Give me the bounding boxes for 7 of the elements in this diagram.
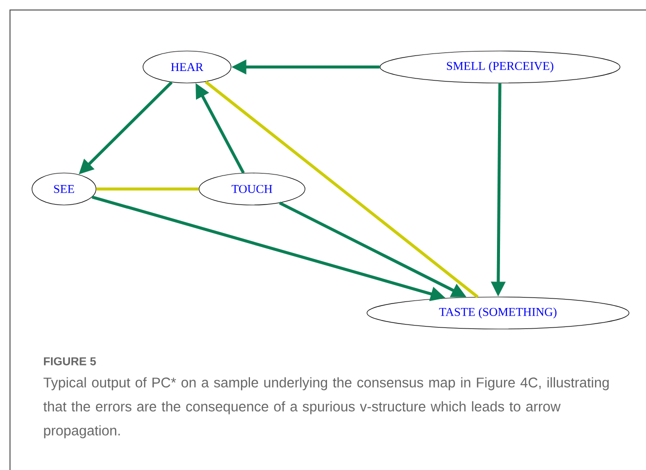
ellipse-node: TASTE (SOMETHING) xyxy=(366,296,630,330)
ellipse-node: SEE xyxy=(32,172,96,206)
ellipse-node: SMELL (PERCEIVE) xyxy=(380,50,620,84)
figure-number: FIGURE 5 xyxy=(44,357,96,366)
caption: Typical output of PC* on a sample underlying the consensus map in Figure 4C, illustrating that the errors are the consequence of a spurious v-structure which leads to arrow propagation. xyxy=(43,377,609,438)
ellipse-node: HEAR xyxy=(142,50,232,84)
ellipse-node: TOUCH xyxy=(198,172,306,206)
